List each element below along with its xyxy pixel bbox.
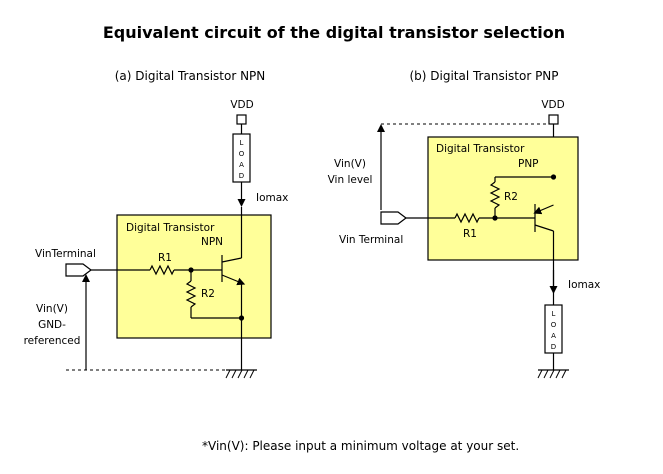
pnp-load-letter: L — [552, 310, 556, 318]
footnote: *Vin(V): Please input a minimum voltage … — [202, 439, 519, 453]
npn-load-letter: D — [239, 172, 244, 180]
pnp-vin-label: Vin level — [328, 174, 373, 186]
pnp-emitter-arrow — [533, 204, 554, 215]
npn-box-type: NPN — [201, 236, 223, 248]
npn-iomax-label: Iomax — [256, 192, 288, 204]
diagram-title: Equivalent circuit of the digital transi… — [103, 23, 565, 42]
npn-vin-terminal-label: VinTerminal — [35, 248, 96, 260]
pnp-vin-terminal-label: Vin Terminal — [339, 234, 403, 246]
pnp-vdd-terminal — [548, 114, 559, 125]
npn-box-title: Digital Transistor — [126, 222, 215, 234]
pnp-circuit: (b) Digital Transistor PNP VDD Vin(V) Vi… — [328, 69, 600, 379]
pnp-load-letter: D — [551, 343, 556, 351]
npn-vdd-terminal — [236, 114, 247, 125]
pnp-iomax-label: Iomax — [568, 279, 600, 291]
npn-r2-label: R2 — [201, 288, 215, 300]
npn-load-letter: L — [240, 139, 244, 147]
npn-r1-label: R1 — [158, 252, 172, 264]
pnp-caption: (b) Digital Transistor PNP — [409, 69, 558, 83]
npn-vin-terminal — [65, 263, 92, 277]
pnp-r1-label: R1 — [463, 228, 477, 240]
pnp-vin-terminal — [380, 211, 407, 225]
npn-load-letter: O — [239, 150, 245, 158]
pnp-load-letter: A — [551, 332, 556, 340]
npn-vin-label: referenced — [24, 335, 81, 347]
npn-vin-label: GND- — [38, 319, 66, 331]
pnp-r1 — [454, 212, 480, 224]
npn-vin-label: Vin(V) — [36, 303, 68, 315]
pnp-box-type: PNP — [518, 158, 539, 170]
pnp-box-title: Digital Transistor — [436, 143, 525, 155]
pnp-r2-label: R2 — [504, 191, 518, 203]
npn-circuit: (a) Digital Transistor NPN VDD L O A D I… — [24, 69, 288, 379]
pnp-load-letter: O — [551, 321, 557, 329]
npn-r2 — [185, 280, 197, 308]
pnp-vdd-label: VDD — [541, 99, 564, 111]
npn-vdd-label: VDD — [230, 99, 253, 111]
npn-emitter-arrow — [221, 274, 246, 286]
npn-caption: (a) Digital Transistor NPN — [115, 69, 266, 83]
pnp-r2 — [489, 181, 501, 209]
pnp-transistor-box — [427, 136, 579, 261]
npn-load-letter: A — [239, 161, 244, 169]
pnp-vin-label: Vin(V) — [334, 158, 366, 170]
npn-r1 — [149, 264, 175, 276]
